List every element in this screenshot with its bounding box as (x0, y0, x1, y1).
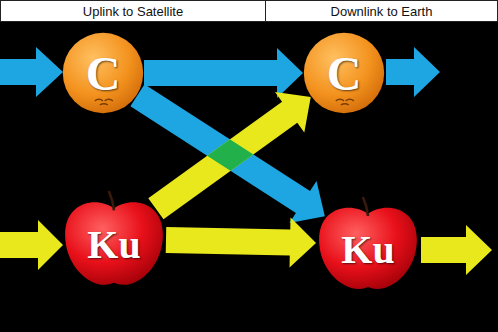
orange-navel (336, 99, 354, 105)
orange-c-band: C (62, 32, 144, 114)
signal-arrow (166, 217, 316, 267)
orange-c-band: C (303, 32, 385, 114)
band-letter: C (86, 46, 121, 101)
band-letter: Ku (87, 211, 140, 268)
apple-skin (65, 202, 163, 285)
outgoing-downlink-arrow (421, 225, 492, 275)
header-label: Uplink to Satellite (83, 4, 183, 19)
crossing-overlap (148, 92, 310, 219)
orange-peel (304, 33, 384, 113)
incoming-uplink-arrow (0, 47, 63, 97)
apple-stem (363, 197, 368, 216)
orange-peel (63, 33, 143, 113)
signal-arrow (148, 92, 310, 219)
signal-arrow (144, 48, 303, 98)
apple-ku-band: Ku (316, 194, 420, 294)
apple-ku-band: Ku (62, 188, 166, 290)
apple-skin (319, 208, 417, 289)
incoming-uplink-arrow (0, 220, 63, 270)
apple-stem (109, 191, 114, 210)
header-label: Downlink to Earth (331, 4, 433, 19)
outgoing-downlink-arrow (386, 47, 440, 97)
band-letter: Ku (341, 216, 394, 273)
orange-navel (95, 99, 113, 105)
header-cell: Downlink to Earth (265, 0, 498, 22)
header-cell: Uplink to Satellite (0, 0, 266, 22)
signal-arrow (130, 84, 324, 223)
band-letter: C (327, 46, 362, 101)
